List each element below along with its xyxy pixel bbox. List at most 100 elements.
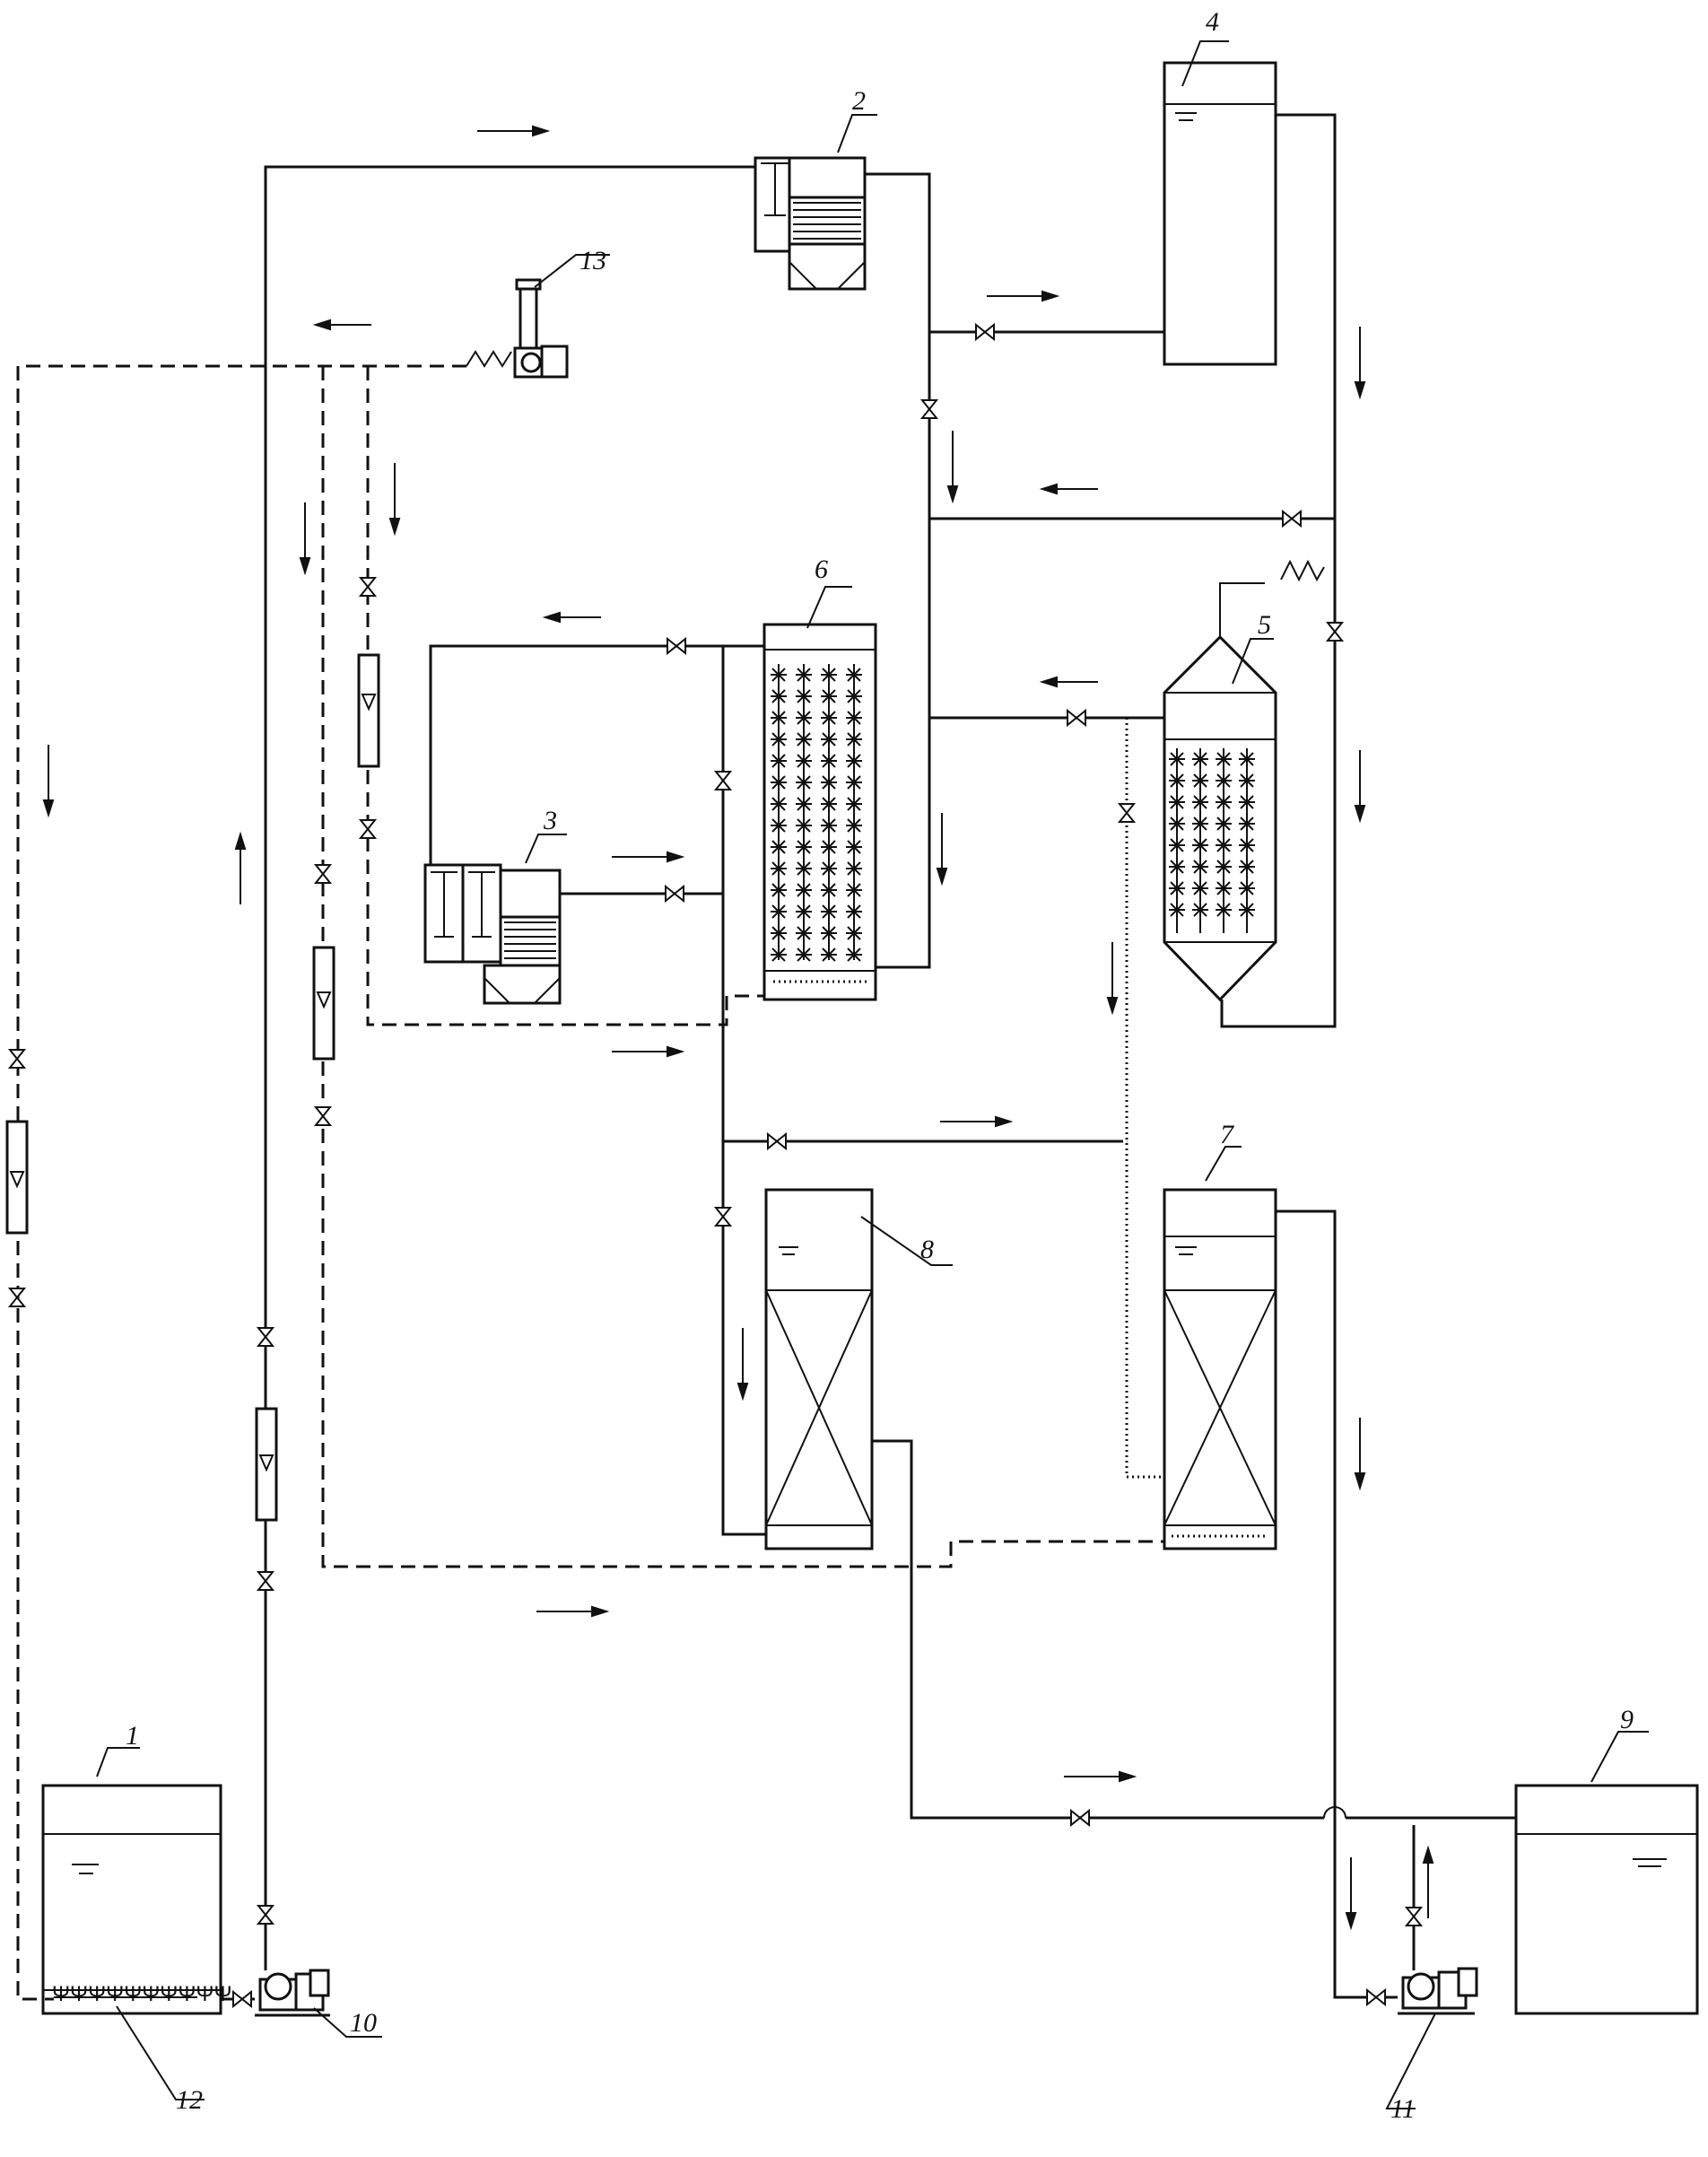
valve[interactable] (1282, 509, 1302, 528)
valve[interactable] (256, 1327, 275, 1347)
media-cluster (1192, 817, 1208, 831)
filter-8 (764, 1188, 874, 1550)
media-cluster (796, 754, 812, 768)
media-cluster (846, 775, 862, 790)
media-cluster (846, 904, 862, 919)
valve[interactable] (767, 1131, 787, 1151)
settler-3 (423, 863, 562, 1005)
media-cluster (821, 711, 837, 725)
flow-arrow-left (1039, 676, 1098, 688)
valve[interactable] (713, 771, 733, 790)
valve[interactable] (232, 1989, 252, 2009)
valve[interactable] (1325, 622, 1345, 642)
media-cluster (821, 948, 837, 962)
label-3: 3 (543, 806, 557, 835)
media-cluster (846, 883, 862, 897)
media-cluster (796, 668, 812, 682)
media-cluster (846, 926, 862, 940)
media-cluster (1169, 903, 1185, 917)
media-cluster (796, 840, 812, 854)
flow-arrow-up (234, 831, 247, 904)
valve[interactable] (358, 577, 378, 597)
settler-2 (754, 156, 867, 291)
reactor-6 (762, 623, 877, 1001)
media-cluster (1239, 752, 1255, 766)
label-10: 10 (350, 2008, 377, 2038)
tank-9 (1514, 1784, 1699, 2015)
valve[interactable] (1404, 1907, 1424, 1926)
valve[interactable] (1070, 1808, 1090, 1828)
valve[interactable] (7, 1049, 27, 1069)
media-cluster (821, 883, 837, 897)
valve[interactable] (256, 1571, 275, 1591)
media-cluster (1192, 773, 1208, 788)
valves (7, 322, 1424, 2009)
flow-arrow-right (477, 125, 551, 137)
media-cluster (846, 797, 862, 811)
valve[interactable] (313, 1106, 333, 1126)
media-cluster (771, 818, 787, 833)
flow-arrow-down (736, 1328, 749, 1402)
media-cluster (821, 926, 837, 940)
tank-1 (41, 1784, 222, 2015)
flow-arrow-right (612, 851, 685, 863)
valve[interactable] (313, 864, 333, 884)
valve[interactable] (1117, 803, 1137, 823)
media-cluster (846, 818, 862, 833)
media-cluster (846, 711, 862, 725)
media-cluster (1169, 752, 1185, 766)
label-6: 6 (815, 555, 828, 584)
valve[interactable] (7, 1288, 27, 1307)
media-cluster (846, 948, 862, 962)
valve[interactable] (975, 322, 995, 342)
flow-arrow-down (936, 813, 948, 886)
valve[interactable] (358, 819, 378, 839)
media-cluster (1192, 752, 1208, 766)
flow-arrow-down (946, 431, 959, 504)
media-cluster (821, 861, 837, 876)
media-cluster (1216, 881, 1232, 895)
label-2: 2 (852, 86, 866, 116)
flowmeter-upper (357, 653, 380, 768)
valve[interactable] (1366, 1987, 1386, 2007)
valve[interactable] (667, 636, 686, 656)
media-cluster (821, 775, 837, 790)
media-cluster (1192, 838, 1208, 852)
leader-lines (96, 40, 1649, 2109)
media-cluster (821, 689, 837, 703)
flow-arrow-left (542, 611, 601, 624)
flow-arrow-right (1064, 1770, 1137, 1783)
media-cluster (771, 732, 787, 747)
valve[interactable] (256, 1905, 275, 1925)
valve[interactable] (1067, 708, 1086, 728)
media-cluster (771, 711, 787, 725)
flow-arrow-up (1422, 1845, 1434, 1918)
label-4: 4 (1206, 7, 1219, 37)
label-11: 11 (1390, 2094, 1416, 2124)
media-cluster (1169, 838, 1185, 852)
valve[interactable] (713, 1207, 733, 1227)
media-cluster (846, 689, 862, 703)
pump-11 (1398, 1967, 1478, 2015)
media-cluster (1216, 773, 1232, 788)
label-9: 9 (1620, 1705, 1634, 1734)
media-cluster (846, 732, 862, 747)
media-cluster (821, 668, 837, 682)
media-cluster (846, 861, 862, 876)
aerator-12: ΨΨΨΨΨΨΨΨΨΨ (52, 1982, 232, 2006)
equipment-labels: 1 2 3 4 5 6 7 8 9 10 11 12 13 (126, 7, 1634, 2124)
flow-arrow-right (940, 1115, 1014, 1128)
flowmeter-mid-high (312, 946, 336, 1061)
valve[interactable] (919, 399, 939, 419)
media-cluster (846, 754, 862, 768)
media-cluster (796, 775, 812, 790)
media-cluster (771, 861, 787, 876)
label-5: 5 (1258, 610, 1271, 640)
media-cluster (1169, 795, 1185, 809)
main-feed-pipe (264, 165, 755, 1970)
media-cluster (796, 711, 812, 725)
media-cluster (771, 948, 787, 962)
media-cluster (771, 797, 787, 811)
valve[interactable] (665, 884, 684, 904)
